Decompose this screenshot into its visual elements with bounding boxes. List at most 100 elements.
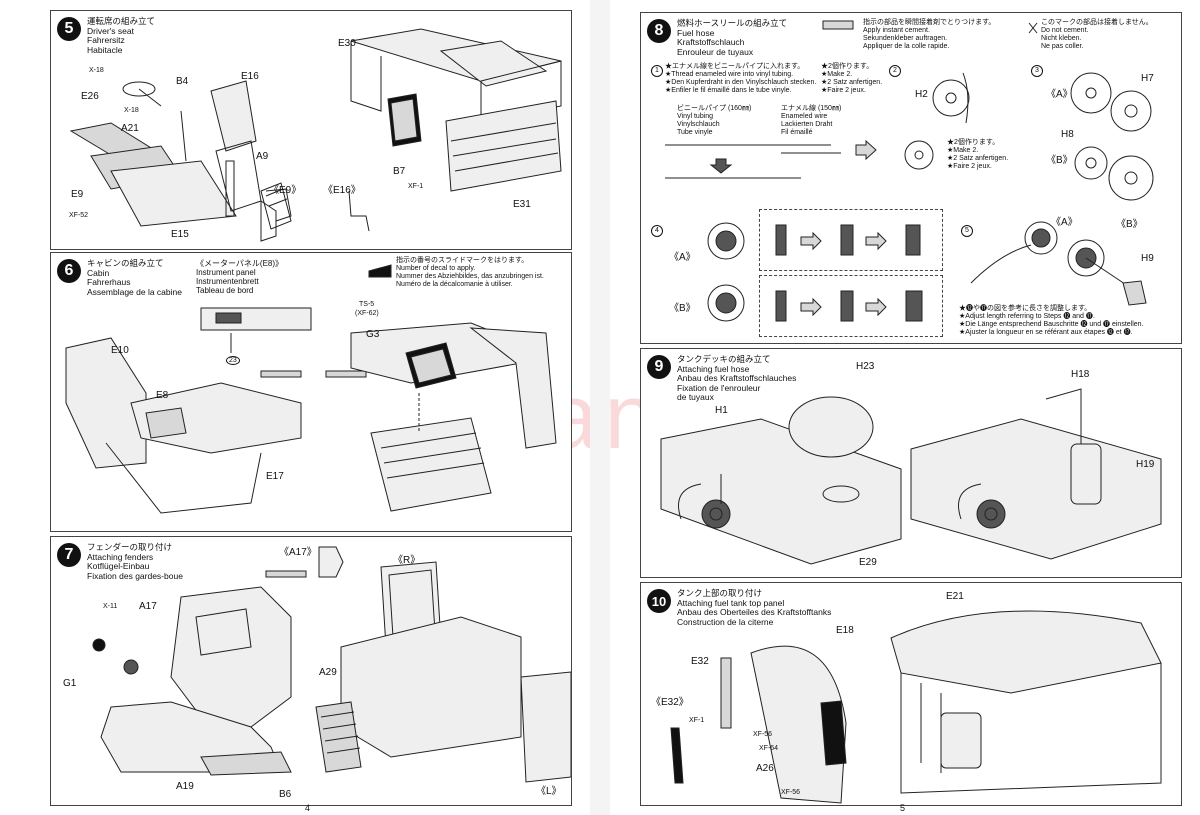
step-10-panel: 10 タンク上部の取り付け Attaching fuel tank top pa… [640, 582, 1182, 806]
part-label-e30: E30 [338, 38, 356, 49]
paint-label-xf1: XF-1 [689, 717, 705, 724]
make-two-note: ★2個作ります。 ★Make 2. ★2 Satz anfertigen. ★F… [821, 63, 883, 94]
paint-label-xf56: XF-56 [753, 731, 773, 738]
part-label-e21: E21 [946, 591, 964, 602]
view-label-b: 《B》 [1046, 155, 1073, 166]
part-label-a17: A17 [139, 601, 157, 612]
page-number-right: 5 [900, 803, 906, 813]
title-de: Kotflügel-Einbau [87, 561, 150, 571]
part-label-e15: E15 [171, 229, 189, 240]
step-number: 10 [647, 589, 671, 613]
part-label-e29: E29 [859, 557, 877, 568]
step-9-panel: 9 タンクデッキの組み立て Attaching fuel hose Anbau … [640, 348, 1182, 578]
wire-note: ★エナメル線をビニールパイプに入れます。 ★Thread enameled wi… [665, 63, 817, 94]
part-label-a26: A26 [756, 763, 774, 774]
step-title: タンク上部の取り付け Attaching fuel tank top panel… [677, 588, 832, 627]
screw-label-x18: X-18 [124, 107, 139, 114]
step-9-drawing [660, 388, 1162, 565]
title-jp: タンク上部の取り付け [677, 588, 763, 598]
step-8-panel: 8 燃料ホースリールの組み立て Fuel hose Kraftstoffschl… [640, 12, 1182, 344]
make-two-note-b: ★2個作ります。 ★Make 2. ★2 Satz anfertigen. ★F… [947, 139, 1009, 170]
part-label-b4: B4 [176, 76, 189, 87]
part-label-h7: H7 [1141, 73, 1154, 84]
screw-label-x18: X-18 [89, 67, 104, 74]
part-label-a19: A19 [176, 781, 194, 792]
part-label-b6: B6 [279, 789, 292, 800]
no-cement-note: このマークの部品は接着しません。 Do not cement. Nicht kl… [1041, 19, 1153, 50]
view-label-e16: 《E16》 [323, 185, 361, 196]
view-label-a17: 《A17》 [279, 547, 317, 558]
screw-label-x11: X-11 [103, 603, 118, 610]
substep-4: 4 [651, 225, 663, 237]
vinyl-tubing-label: ビニールパイプ (160㎜) Vinyl tubing Vinylschlauc… [677, 105, 752, 136]
part-label-h18: H18 [1071, 369, 1090, 380]
paint-label-xf62: (XF-62) [355, 310, 379, 317]
step-number: 7 [57, 543, 81, 567]
step-title: 燃料ホースリールの組み立て Fuel hose Kraftstoffschlau… [677, 18, 788, 57]
title-jp: キャビンの組み立て [87, 258, 164, 268]
title-de: Anbau des Oberteiles des Kraftstofftanks [677, 607, 832, 617]
cement-note: 指示の部品を瞬間接着剤でとりつけます。 Apply instant cement… [863, 19, 996, 50]
title-de: Anbau des Kraftstoffschlauches [677, 373, 797, 383]
title-fr: Fixation des gardes-boue [87, 570, 183, 581]
part-label-g3: G3 [366, 329, 380, 340]
right-page: 8 燃料ホースリールの組み立て Fuel hose Kraftstoffschl… [610, 0, 1200, 815]
part-label-a21: A21 [121, 123, 139, 134]
substep-3: 3 [1031, 65, 1043, 77]
part-label-g1: G1 [63, 678, 77, 689]
step-title: タンクデッキの組み立て Attaching fuel hose Anbau de… [677, 354, 797, 403]
part-label-h23: H23 [856, 361, 875, 372]
title-en: Cabin [87, 267, 110, 278]
sequence-box-a [759, 209, 943, 271]
title-en: Fuel hose [677, 27, 715, 38]
title-fr: Fixation de l'enrouleur [677, 382, 761, 393]
part-label-e16: E16 [241, 71, 259, 82]
view-label-l: 《L》 [536, 786, 562, 797]
title-de: Fahrerhaus [87, 277, 131, 287]
instrument-panel-caption: 《メーターパネル(E8)》 Instrument panel Instrumen… [196, 259, 284, 295]
view-label-a: 《A》 [669, 252, 696, 263]
title-en: Attaching fenders [87, 551, 154, 562]
title-jp: フェンダーの取り付け [87, 542, 173, 552]
view-label-a: 《A》 [1046, 89, 1073, 100]
substep-1: 1 [651, 65, 663, 77]
title-jp: 燃料ホースリールの組み立て [677, 18, 788, 28]
page-gutter [590, 0, 610, 815]
step-title: 運転席の組み立て Driver's seat Fahrersitz Habita… [87, 16, 155, 55]
page-number-left: 4 [305, 803, 311, 813]
part-label-e10: E10 [111, 345, 129, 356]
view-label-e32: 《E32》 [651, 697, 689, 708]
part-label-e32: E32 [691, 656, 709, 667]
title-en: Attaching fuel tank top panel [677, 597, 785, 608]
part-label-e31: E31 [513, 199, 531, 210]
title-fr: Habitacle [87, 44, 123, 55]
title-de: Fahrersitz [87, 35, 125, 45]
title-fr: Enrouleur de tuyaux [677, 46, 754, 57]
title-fr: Construction de la citerne [677, 616, 774, 627]
decal-number-23: 23 [226, 356, 240, 365]
view-label-r: 《R》 [393, 555, 421, 566]
part-label-e17: E17 [266, 471, 284, 482]
part-label-h9: H9 [1141, 253, 1154, 264]
part-label-h19: H19 [1136, 459, 1155, 470]
step-7-drawing [92, 546, 571, 783]
title-fr: Assemblage de la cabine [87, 286, 182, 297]
part-label-a9: A9 [256, 151, 269, 162]
paint-label-ts5: TS-5 [359, 301, 375, 308]
step-number: 8 [647, 19, 671, 43]
adjust-length-note: ★⓬や⓱の図を参考に長さを調整します。 ★Adjust length refer… [959, 305, 1144, 336]
step-7-panel: 7 フェンダーの取り付け Attaching fenders Kotflügel… [50, 536, 572, 806]
step-5-drawing [69, 28, 562, 242]
step-6-panel: 6 キャビンの組み立て Cabin Fahrerhaus Assemblage … [50, 252, 572, 532]
step-5-panel: 5 運転席の組み立て Driver's seat Fahrersitz Habi… [50, 10, 572, 250]
part-label-a29: A29 [319, 667, 337, 678]
substep-2: 2 [889, 65, 901, 77]
part-label-h8: H8 [1061, 129, 1074, 140]
paint-label-xf52: XF-52 [69, 212, 89, 219]
view-label-b: 《B》 [669, 303, 696, 314]
step-6-drawing [65, 264, 557, 514]
step-number: 5 [57, 17, 81, 41]
part-label-e26: E26 [81, 91, 99, 102]
enameled-wire-label: エナメル線 (150㎜) Enameled wire Lackierten Dr… [781, 105, 842, 136]
step-10-drawing [670, 610, 1162, 804]
